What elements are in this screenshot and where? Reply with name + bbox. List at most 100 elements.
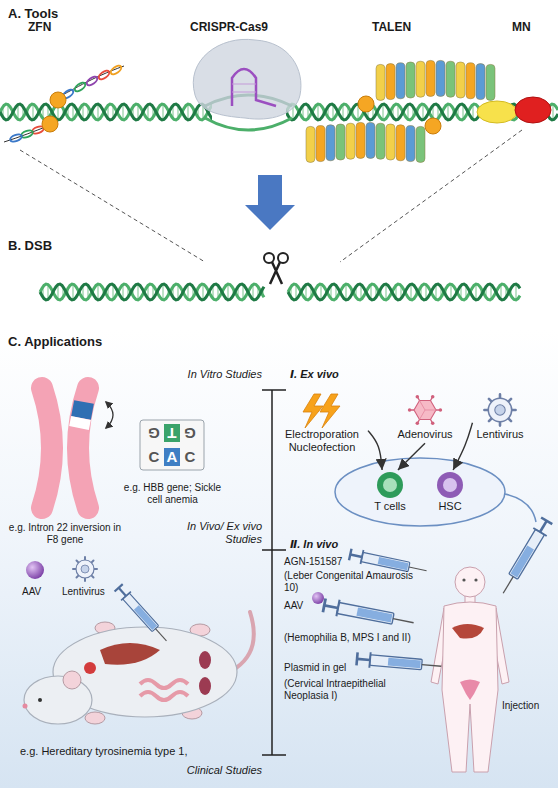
connector-layer — [368, 423, 472, 470]
zfn-tool — [50, 92, 66, 108]
crispr-cas9-tool — [205, 118, 292, 130]
zfn-tool — [4, 64, 124, 143]
uterus-organ — [460, 680, 480, 701]
dna-helix — [40, 284, 264, 300]
therapy-name: AAV — [284, 600, 303, 612]
dna-helix — [32, 104, 34, 120]
mouse-figure — [23, 704, 28, 709]
talen-tool — [396, 63, 405, 99]
liver-organ — [452, 624, 484, 639]
zfn-tool — [4, 126, 48, 142]
dna-helix — [187, 104, 189, 120]
t-cell-icon — [383, 478, 397, 492]
talen-tool — [376, 60, 495, 100]
dna-helix — [122, 104, 124, 120]
dna-helix — [385, 284, 387, 300]
bracket-line — [262, 389, 286, 391]
syringe-icon — [114, 583, 172, 645]
dna-helix — [97, 284, 99, 300]
example-note: e.g. HBB gene; Sickle cell anemia — [115, 482, 230, 506]
vector-name: Lentivirus — [62, 586, 105, 598]
talen-tool — [316, 126, 325, 162]
chromosome-icon — [42, 388, 52, 508]
crispr-cas9-tool — [232, 84, 256, 92]
talen-tool — [376, 64, 385, 100]
therapy-name: Plasmid in gel — [284, 662, 346, 674]
bracket-line — [262, 549, 286, 551]
talen-tool — [356, 122, 365, 158]
zfn-tool — [42, 116, 58, 132]
talen-tool — [436, 60, 445, 96]
base-letter: G — [146, 424, 162, 442]
zfn-tool — [73, 81, 86, 93]
bracket-line — [262, 390, 286, 755]
dna-helix — [515, 284, 517, 300]
dna-helix — [288, 284, 520, 300]
panel-heading: C. Applications — [8, 334, 102, 350]
indication-note: (Hemophilia B, MPS I and II) — [284, 632, 424, 644]
dna-helix — [40, 284, 264, 300]
human-figure — [462, 578, 465, 581]
base-letter: G — [182, 424, 198, 442]
node-text: Lentivirus — [476, 428, 523, 441]
mouse-figure — [63, 671, 81, 689]
meganuclease-tool — [477, 101, 517, 123]
dna-helix — [410, 284, 412, 300]
dna-helix — [97, 104, 99, 120]
mouse-figure — [236, 612, 254, 668]
talen-tool — [326, 125, 335, 161]
chromosome-icon — [81, 402, 84, 418]
dna-helix — [382, 104, 384, 120]
electroporation-icon — [320, 394, 340, 428]
panel-heading: A. Tools — [8, 6, 58, 22]
crispr-cas9-tool — [193, 39, 301, 119]
mouse-figure — [100, 643, 160, 665]
cell-type: T cells — [370, 470, 410, 515]
dna-helix — [40, 284, 264, 300]
meganuclease-tool — [477, 97, 551, 123]
lentivirus-icon — [484, 394, 515, 425]
mouse-figure — [85, 712, 105, 724]
hsc-icon — [443, 478, 457, 492]
section-heading: Ⅱ. In vivo — [290, 538, 338, 551]
study-type: In Vivo/ Ex vivo Studies — [168, 520, 262, 546]
example-note: e.g. Intron 22 inversion in F8 gene — [5, 522, 125, 546]
talen-tool — [406, 62, 415, 98]
aav-icon — [312, 592, 324, 604]
mouse-figure — [24, 676, 92, 724]
talen-tool — [416, 126, 425, 162]
indication-note: (Cervical Intraepithelial Neoplasia I) — [284, 678, 424, 702]
base-letter: C — [146, 448, 162, 466]
talen-tool — [306, 60, 495, 162]
talen-tool — [476, 64, 485, 100]
mouse-figure — [140, 692, 188, 700]
syringe-icon — [323, 597, 416, 631]
talen-tool — [456, 62, 465, 98]
chromosome-icon — [106, 402, 113, 428]
mouse-figure — [38, 698, 42, 702]
crispr-cas9-tool — [193, 39, 301, 130]
electroporation-icon — [303, 394, 323, 428]
dna-helix — [422, 104, 424, 120]
scissors-icon — [278, 253, 288, 263]
electroporation-icon — [303, 394, 340, 428]
vector-name: AAV — [22, 586, 41, 598]
talen-tool — [306, 126, 315, 162]
delivery-method: Adenovirus — [393, 392, 456, 443]
hsc-icon — [437, 472, 463, 498]
background-panel — [0, 330, 558, 788]
block-arrow — [245, 175, 295, 230]
dna-helix — [320, 284, 322, 300]
talen-tool — [386, 124, 395, 160]
dna-helix — [162, 104, 164, 120]
hsc-icon — [437, 472, 463, 498]
dna-helix — [162, 284, 164, 300]
injection-line — [505, 494, 536, 522]
talen-tool — [366, 122, 375, 158]
zfn-tool — [9, 133, 22, 143]
base-letter: T — [164, 424, 180, 442]
dna-helix — [317, 104, 319, 120]
